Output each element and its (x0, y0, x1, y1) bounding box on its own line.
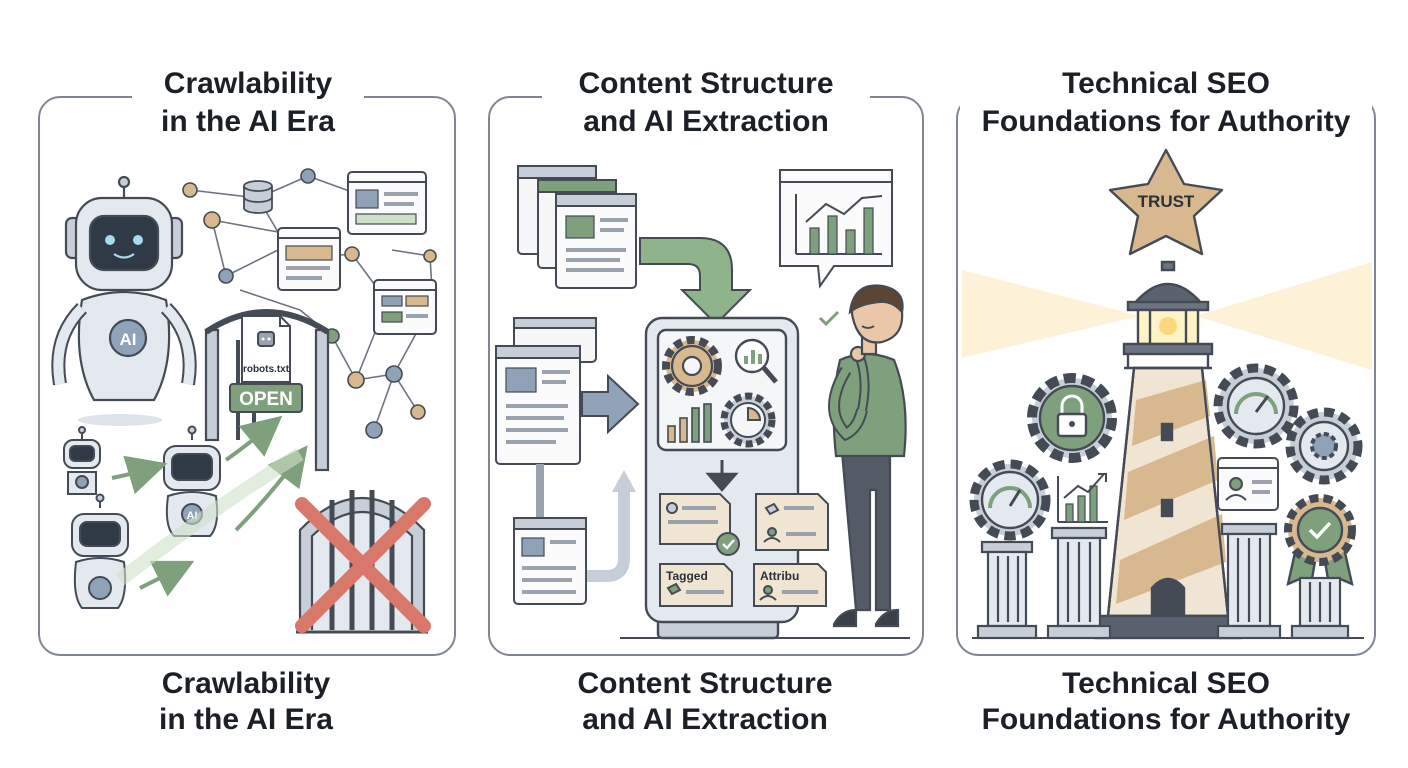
open-sign-label: OPEN (239, 389, 293, 410)
output-card-attribute (753, 563, 827, 607)
pillar (1216, 522, 1282, 640)
profile-window-icon (1217, 457, 1279, 511)
connector-arrow-head (612, 470, 636, 492)
panel-title-crawlability: Crawlability in the AI Era (132, 65, 364, 141)
flow-arrow-right (581, 373, 640, 435)
lighthouse (1094, 260, 1242, 640)
pillar (1290, 576, 1350, 640)
output-card-tagged (659, 563, 733, 607)
webpage-window-icon (347, 171, 427, 235)
gear-icon (662, 336, 722, 396)
light-beam-right (1196, 262, 1372, 370)
caption-line: Crawlability (161, 667, 331, 700)
trust-star-icon (1108, 148, 1224, 256)
thinking-person (828, 284, 907, 628)
gear-pie-icon (720, 392, 776, 448)
robot-badge-label: AI (120, 330, 137, 349)
output-card (659, 493, 740, 556)
attribute-card-label: Attribu (760, 569, 799, 583)
panel-title-technical-seo: Technical SEO Foundations for Authority (960, 65, 1372, 141)
trust-star-label: TRUST (1138, 192, 1195, 211)
crawl-trail (115, 448, 304, 586)
robots-txt-file-icon (241, 315, 291, 383)
caption-line: Content Structure (577, 667, 833, 700)
bar-chart-icon (667, 403, 712, 443)
ai-robot-large (51, 175, 197, 426)
database-icon (243, 180, 273, 214)
panel-title-content-structure: Content Structure and AI Extraction (542, 65, 870, 141)
speed-gauge-gear-icon (1213, 363, 1299, 449)
ai-robot-small (63, 426, 101, 495)
network-nodes (182, 168, 437, 439)
title-line: Technical SEO (1062, 67, 1270, 100)
award-badge-icon (1284, 494, 1356, 594)
red-x-icon (295, 497, 431, 633)
title-line: Foundations for Authority (981, 105, 1351, 138)
caption-line: in the AI Era (159, 703, 333, 736)
pillar (1046, 526, 1112, 640)
open-gate (204, 309, 330, 472)
output-card (755, 493, 829, 551)
flow-arrow-curved (639, 237, 753, 326)
magnifier-chart-icon (734, 338, 778, 384)
caption-line: Technical SEO (1062, 667, 1270, 700)
panel-caption-technical-seo: Technical SEO Foundations for Authority (960, 666, 1372, 738)
growth-chart-icon (1057, 473, 1108, 523)
webpage-window-icon (277, 227, 341, 291)
ai-robot-small (71, 493, 129, 609)
caption-line: Foundations for Authority (981, 703, 1351, 736)
lock-gear-icon (1027, 373, 1117, 463)
caption-line: and AI Extraction (582, 703, 828, 736)
connector-arrow (586, 488, 630, 582)
title-line: in the AI Era (161, 105, 335, 138)
open-sign (229, 383, 303, 413)
tagged-card-label: Tagged (666, 569, 708, 583)
pillar (976, 540, 1038, 640)
panel-caption-crawlability: Crawlability in the AI Era (88, 666, 404, 738)
panel-caption-content-structure: Content Structure and AI Extraction (532, 666, 878, 738)
document-stack (517, 165, 637, 289)
title-line: Content Structure (578, 67, 834, 100)
speed-gauge-gear-icon (969, 459, 1051, 541)
document-stack (495, 317, 597, 465)
chart-bubble (779, 169, 893, 289)
document-small (513, 517, 587, 605)
light-beam-left (962, 270, 1140, 358)
webpage-window-icon (373, 279, 437, 335)
gear-icon (1285, 407, 1363, 485)
robots-txt-label: robots.txt (243, 364, 290, 375)
check-mark-icon (818, 310, 840, 327)
title-line: Crawlability (163, 67, 333, 100)
small-robot-badge: AI (187, 510, 198, 522)
title-line: and AI Extraction (583, 105, 829, 138)
